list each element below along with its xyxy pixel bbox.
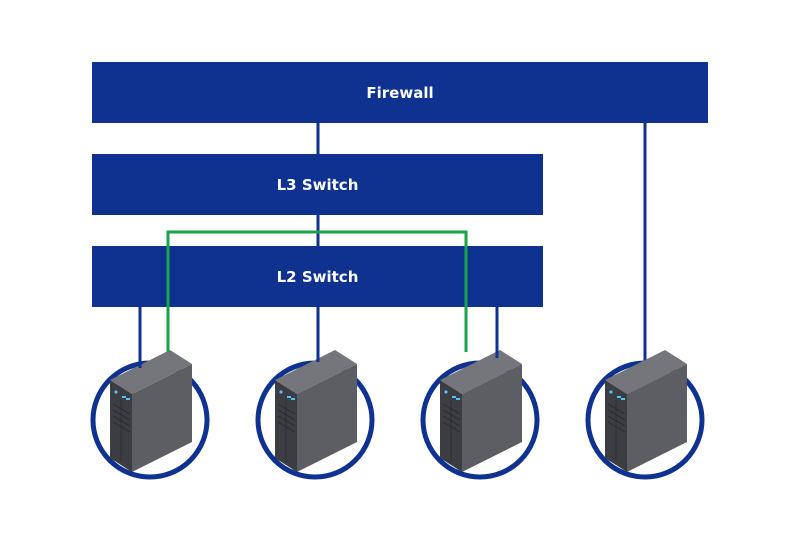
server-3[interactable] — [420, 349, 540, 480]
firewall-label: Firewall — [366, 83, 434, 102]
l3-switch-label: L3 Switch — [276, 175, 359, 194]
server-2[interactable] — [255, 349, 375, 480]
l2-switch-label: L2 Switch — [276, 267, 359, 286]
l3-switch-node[interactable]: L3 Switch — [92, 154, 543, 215]
firewall-node[interactable]: Firewall — [92, 62, 708, 123]
server-4[interactable] — [585, 349, 705, 480]
link-server-1-server-3-secondary — [166, 230, 468, 352]
server-1[interactable] — [90, 349, 210, 480]
